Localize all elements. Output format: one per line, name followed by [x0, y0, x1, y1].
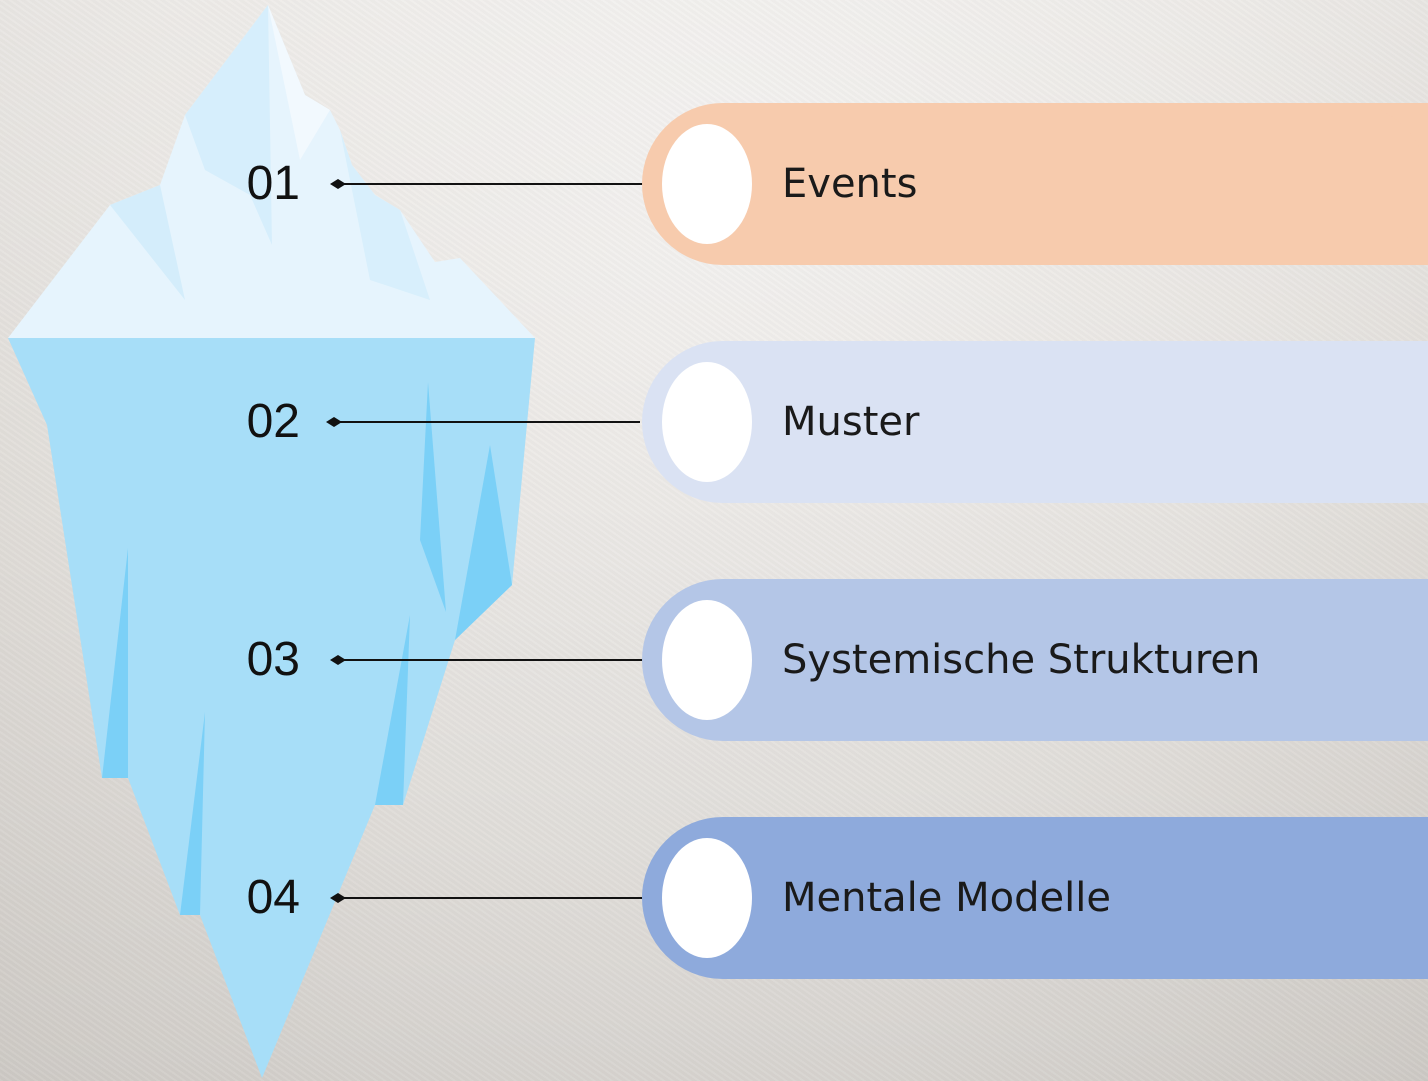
- level-pill-muster: Muster: [642, 341, 1428, 503]
- level-pill-systemische-strukturen: Systemische Strukturen: [642, 579, 1428, 741]
- pill-cap: [1347, 103, 1428, 265]
- iceberg-shade: [102, 548, 128, 778]
- iceberg-tip-shade: [340, 130, 430, 300]
- circle-icon: [662, 362, 752, 482]
- level-number-3: 03: [246, 633, 300, 686]
- iceberg-shade: [455, 445, 512, 640]
- connector-2: [326, 417, 640, 427]
- level-label: Mentale Modelle: [782, 875, 1111, 921]
- pill-cap: [1347, 817, 1428, 979]
- iceberg-shade: [180, 712, 205, 915]
- level-pill-mentale-modelle: Mentale Modelle: [642, 817, 1428, 979]
- iceberg-tip-shade: [185, 5, 272, 245]
- iceberg-tip-shade: [268, 5, 330, 160]
- connector-4: [330, 893, 646, 903]
- iceberg-shade: [375, 615, 410, 805]
- circle-icon: [662, 124, 752, 244]
- iceberg-body: [8, 338, 535, 1078]
- circle-icon: [662, 838, 752, 958]
- level-number-4: 04: [246, 871, 300, 924]
- pill-cap: [1347, 341, 1428, 503]
- pill-cap: [1347, 579, 1428, 741]
- circle-icon: [662, 600, 752, 720]
- connector-3: [330, 655, 646, 665]
- level-label: Muster: [782, 399, 920, 445]
- level-label: Systemische Strukturen: [782, 637, 1261, 683]
- level-pill-events: Events: [642, 103, 1428, 265]
- iceberg-tip-shade: [110, 185, 185, 300]
- level-label: Events: [782, 161, 918, 207]
- connector-1: [330, 179, 646, 189]
- level-number-2: 02: [246, 395, 300, 448]
- iceberg-shade: [420, 382, 446, 612]
- level-number-1: 01: [246, 157, 300, 210]
